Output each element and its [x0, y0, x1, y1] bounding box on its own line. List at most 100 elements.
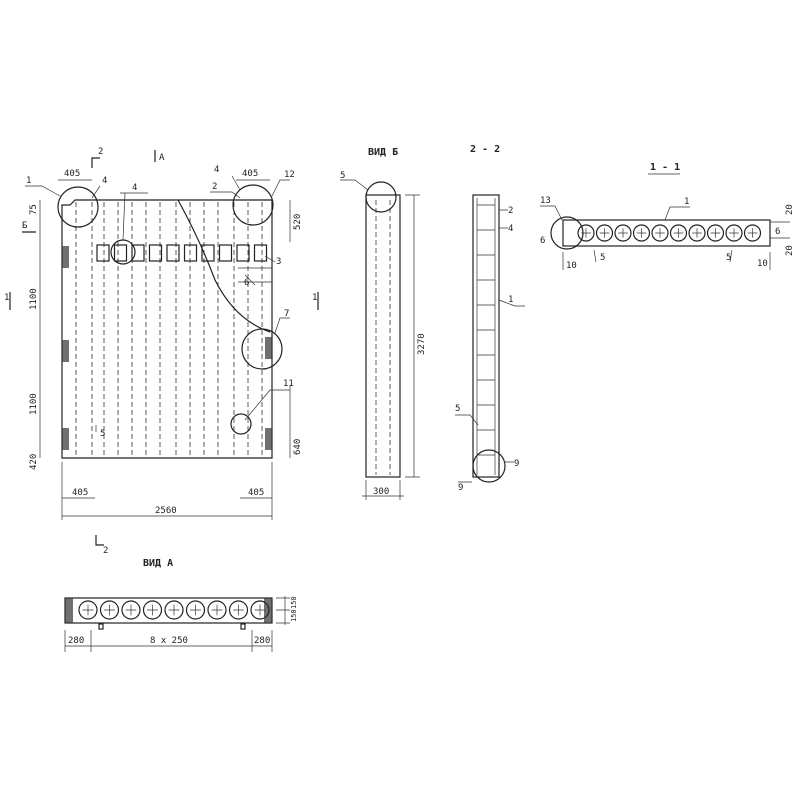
void-ribs — [476, 198, 496, 475]
void-cross — [747, 228, 758, 238]
leader-lines — [25, 175, 290, 432]
dim-75: 75 — [29, 204, 39, 215]
dim-3270: 3270 — [417, 333, 427, 355]
lifting-hole — [183, 244, 198, 262]
void-circles — [78, 600, 270, 620]
void-cross — [168, 604, 180, 616]
void-cross — [636, 228, 647, 238]
void-cross — [710, 228, 721, 238]
cut-label: 2 — [103, 546, 108, 556]
void-circle — [185, 600, 206, 620]
dimension: 10 — [757, 259, 768, 269]
void-circle — [651, 224, 669, 242]
callout: 5 — [340, 171, 345, 181]
dim-520: 520 — [293, 214, 303, 230]
void-cross — [82, 604, 94, 616]
void-circle — [743, 224, 762, 242]
void-circle — [669, 224, 688, 242]
callout: 5 — [455, 404, 460, 414]
view-arrow-label: Б — [22, 221, 27, 231]
view-b-outline — [365, 194, 401, 478]
callout: 5 — [600, 253, 605, 263]
dim-280: 280 — [254, 636, 270, 646]
void-cross — [254, 604, 266, 616]
callout: 1 — [508, 295, 513, 305]
dim-420: 420 — [29, 454, 39, 470]
dim-405: 405 — [248, 488, 264, 498]
callout: 1 — [684, 197, 689, 207]
dimension-lines — [340, 179, 420, 500]
void-circle — [121, 600, 141, 620]
dim-405: 405 — [242, 169, 258, 179]
callout: 9 — [458, 483, 463, 493]
section-outline — [472, 194, 500, 478]
lifting-hole — [253, 244, 268, 262]
void-cross — [729, 228, 739, 238]
void-circle — [78, 600, 98, 620]
dim-150: 150 — [290, 609, 298, 622]
dim-300: 300 — [373, 487, 389, 497]
lifting-hole — [113, 244, 128, 262]
detail-circle — [241, 328, 283, 370]
view-a-title: ВИД А — [143, 558, 173, 569]
callout: 4 — [132, 183, 137, 193]
void-cross — [655, 228, 665, 238]
void-circles — [577, 224, 762, 242]
detail-circle — [230, 413, 252, 435]
callout: 13 — [540, 196, 551, 206]
dim-405: 405 — [72, 488, 88, 498]
dimension-lines — [64, 596, 290, 652]
view-b-title: ВИД Б — [368, 147, 398, 158]
dim-2560: 2560 — [155, 506, 177, 516]
void-circle — [595, 224, 614, 242]
void-cross — [125, 604, 137, 616]
void-circle — [614, 224, 632, 242]
void-cross — [692, 228, 702, 238]
lifting-hole — [148, 244, 163, 262]
cut-markers — [9, 150, 319, 546]
detail-circle — [550, 216, 584, 250]
callout: 11 — [283, 379, 294, 389]
callout: 6 — [775, 227, 780, 237]
view-b: ВИД Б 5 3270 300 — [340, 147, 427, 500]
void-circle — [228, 600, 249, 620]
dimension: 20 — [785, 245, 795, 256]
void-cross — [211, 604, 223, 616]
lifting-holes — [96, 244, 268, 262]
detail-circle — [232, 184, 274, 226]
lifting-hole — [131, 244, 145, 262]
callout: 1 — [26, 176, 31, 186]
lifting-hole — [96, 244, 110, 262]
dim-150: 150 — [290, 596, 298, 609]
lifting-hole — [236, 244, 250, 262]
callout: 2 — [508, 206, 513, 216]
callout: 4 — [214, 165, 219, 175]
callout: 5 — [726, 253, 731, 263]
view-a: ВИД А 280 8 x 250 280 150 150 — [64, 558, 298, 652]
callout: 3 — [276, 257, 281, 267]
lifting-hole — [218, 244, 233, 262]
void-circle — [688, 224, 706, 242]
void-circle — [250, 600, 270, 620]
detail-circle — [57, 186, 99, 228]
leader-lines — [455, 209, 525, 483]
callout: 4 — [508, 224, 513, 234]
dim-8x250: 8 x 250 — [150, 636, 188, 646]
view-arrow-label: А — [159, 153, 165, 163]
panel-outline — [61, 199, 273, 459]
callout: 9 — [514, 459, 519, 469]
void-cross — [599, 228, 610, 238]
dim-640: 640 — [293, 439, 303, 455]
void-circle — [632, 224, 651, 242]
callout: 7 — [284, 309, 289, 319]
panel-plan: 405 405 75 520 1100 1100 420 640 405 405… — [4, 147, 319, 556]
detail-circle — [365, 181, 397, 213]
callout: 12 — [284, 170, 295, 180]
dimension: 10 — [566, 261, 577, 271]
dimension-lines — [39, 179, 291, 520]
void-circle — [725, 224, 743, 242]
dim-405: 405 — [64, 169, 80, 179]
section-outline — [562, 219, 771, 247]
void-circle — [207, 600, 227, 620]
